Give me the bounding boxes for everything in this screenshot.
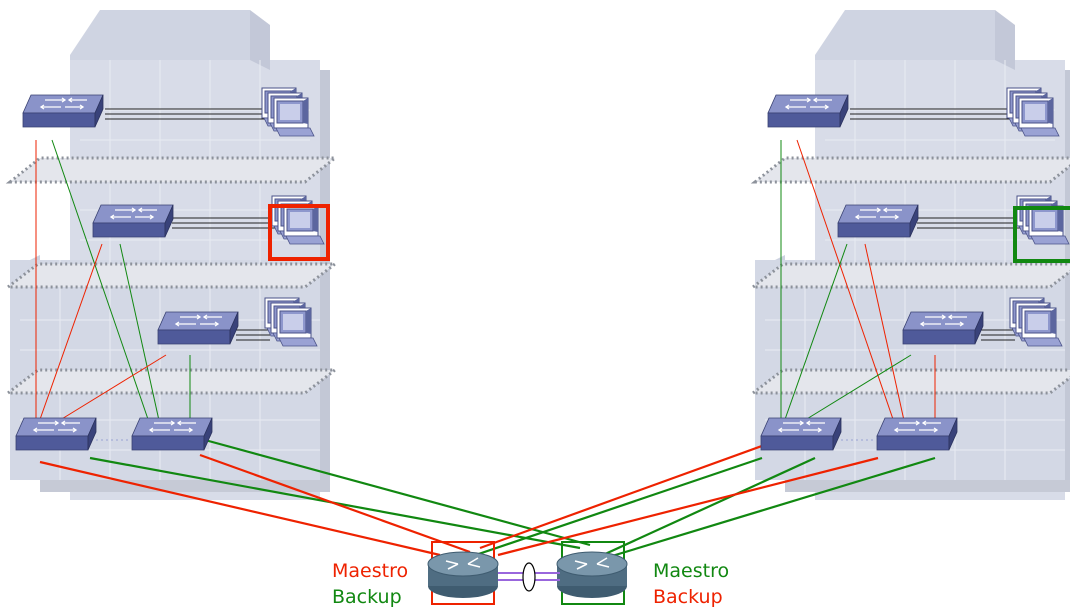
right-highlighted-workstation-box [1013, 206, 1070, 263]
left-switch-floor2 [92, 204, 174, 238]
link-aggregation-icon [522, 562, 536, 592]
left-highlighted-workstation-box [268, 204, 330, 261]
left-router-role-primary: Maestro [332, 560, 408, 582]
left-distribution-switch-1 [15, 417, 97, 451]
uplinks [39, 438, 936, 564]
right-access-links [780, 139, 936, 441]
left-router [427, 541, 499, 605]
right-distribution-switch-1 [760, 417, 842, 451]
left-distribution-switch-2 [131, 417, 213, 451]
left-access-links [35, 139, 191, 441]
right-switch-floor3 [767, 94, 849, 128]
right-router [556, 541, 628, 605]
pc-cables [105, 108, 1020, 341]
right-switch-floor1 [902, 311, 984, 345]
left-switch-floor1 [157, 311, 239, 345]
right-switch-floor2 [837, 204, 919, 238]
right-distribution-switch-2 [876, 417, 958, 451]
right-router-role-primary: Maestro [653, 560, 729, 582]
router-interconnect [498, 562, 560, 592]
right-router-role-secondary: Backup [653, 586, 723, 608]
left-switch-floor3 [22, 94, 104, 128]
left-router-role-secondary: Backup [332, 586, 402, 608]
